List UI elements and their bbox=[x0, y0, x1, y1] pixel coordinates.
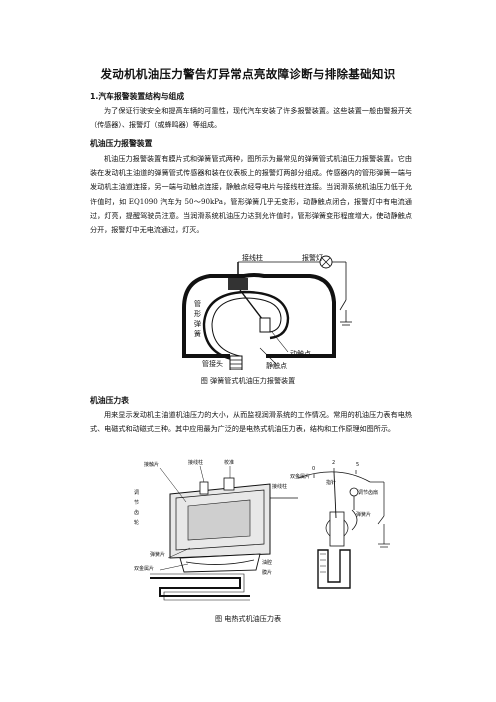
label-terminal-b: 接线柱 bbox=[272, 483, 287, 490]
tube-spring-inner bbox=[211, 297, 282, 357]
figure2-caption: 图 电热式机油压力表 bbox=[214, 614, 282, 623]
scale-2: 2 bbox=[332, 460, 335, 466]
label-bimetal-top: 双金属片 bbox=[290, 473, 310, 480]
switch-icon bbox=[339, 299, 347, 311]
section-heading-alarm-structure: 1.汽车报警装置结构与组成 bbox=[90, 92, 185, 101]
label-tube-spring-1: 管 bbox=[194, 299, 201, 308]
label-tube-spring-3: 弹 bbox=[194, 319, 201, 328]
contact-box bbox=[259, 317, 271, 333]
label-terminal-a: 接线柱 bbox=[188, 459, 203, 466]
adjust-gear-icon bbox=[349, 487, 359, 497]
label-adjust-gear-3: 齿 bbox=[134, 510, 139, 516]
label-calibration: 校准 bbox=[224, 459, 234, 466]
scale-5: 5 bbox=[356, 462, 359, 468]
figure-electric-heat-gauge: 接触片 接线柱 校准 调 节 齿 轮 接线柱 双金属片 指针 0 2 5 调节齿… bbox=[134, 459, 390, 601]
paragraph-oil-pressure-gauge: 用来显示发动机主油道机油压力的大小，从而监视润滑系统的工作情况。常用的机油压力表… bbox=[90, 410, 412, 434]
housing-outline bbox=[182, 273, 336, 358]
oil-pipe bbox=[150, 577, 250, 597]
label-adjust-gear-4: 轮 bbox=[134, 519, 139, 526]
label-adjust-gear-b: 调节齿扇 bbox=[358, 489, 378, 496]
label-terminal: 接线柱 bbox=[242, 253, 263, 262]
paragraph-alarm-structure: 为了保证行驶安全和提高车辆的可靠性，现代汽车安装了许多报警装置。这些装置一般由警… bbox=[90, 106, 412, 130]
label-spring-b: 弹簧片 bbox=[356, 511, 371, 518]
label-tube-spring-2: 形 bbox=[194, 310, 201, 318]
paragraph-oil-pressure-alarm: 机油压力报警装置有膜片式和弹簧管式两种，图所示为最常见的弹簧管式机油压力报警装置… bbox=[90, 154, 412, 235]
label-warning-lamp: 报警灯 bbox=[302, 253, 323, 262]
label-contact-plate: 接触片 bbox=[144, 461, 159, 468]
label-pointer: 指针 bbox=[326, 479, 336, 486]
label-oil-cavity: 油腔 bbox=[262, 559, 272, 566]
terminal-block bbox=[228, 278, 248, 290]
label-pipe-joint: 管接头 bbox=[202, 359, 223, 368]
scale-0: 0 bbox=[312, 466, 315, 472]
label-bimetal-bottom: 双金属片 bbox=[134, 565, 154, 572]
switch-icon bbox=[377, 515, 385, 525]
section-heading-oil-pressure-gauge: 机油压力表 bbox=[90, 396, 129, 405]
figure-spring-tube-alarm: 接线柱 报警灯 管 形 弹 簧 管接头 静触点 动触点 bbox=[182, 253, 352, 370]
gauge-pointer bbox=[333, 471, 337, 519]
oil-cavity bbox=[179, 553, 261, 573]
section-heading-oil-pressure-alarm: 机油压力报警装置 bbox=[90, 139, 153, 148]
label-diaphragm: 膜片 bbox=[262, 569, 272, 576]
figure1-caption: 图 弹簧管式机油压力报警装置 bbox=[200, 376, 296, 385]
label-spring-a: 弹簧片 bbox=[150, 551, 165, 558]
gauge-arc bbox=[297, 471, 371, 483]
gauge-bimetal bbox=[329, 511, 345, 547]
label-moving-contact: 动触点 bbox=[290, 349, 311, 358]
page-title: 发动机机油压力警告灯异常点亮故障诊断与排除基础知识 bbox=[100, 67, 396, 81]
sensor-terminal bbox=[199, 481, 209, 495]
label-static-contact: 静触点 bbox=[266, 361, 287, 370]
label-tube-spring-4: 簧 bbox=[194, 329, 201, 338]
tube-spring bbox=[202, 290, 290, 362]
diaphragm bbox=[185, 559, 255, 565]
pipe-joint bbox=[229, 355, 243, 370]
pipe-thread bbox=[230, 359, 242, 369]
label-adjust-gear-1: 调 bbox=[134, 489, 139, 496]
gauge-heater bbox=[317, 549, 351, 589]
label-adjust-gear-2: 节 bbox=[134, 500, 139, 506]
housing-lower bbox=[182, 308, 230, 358]
